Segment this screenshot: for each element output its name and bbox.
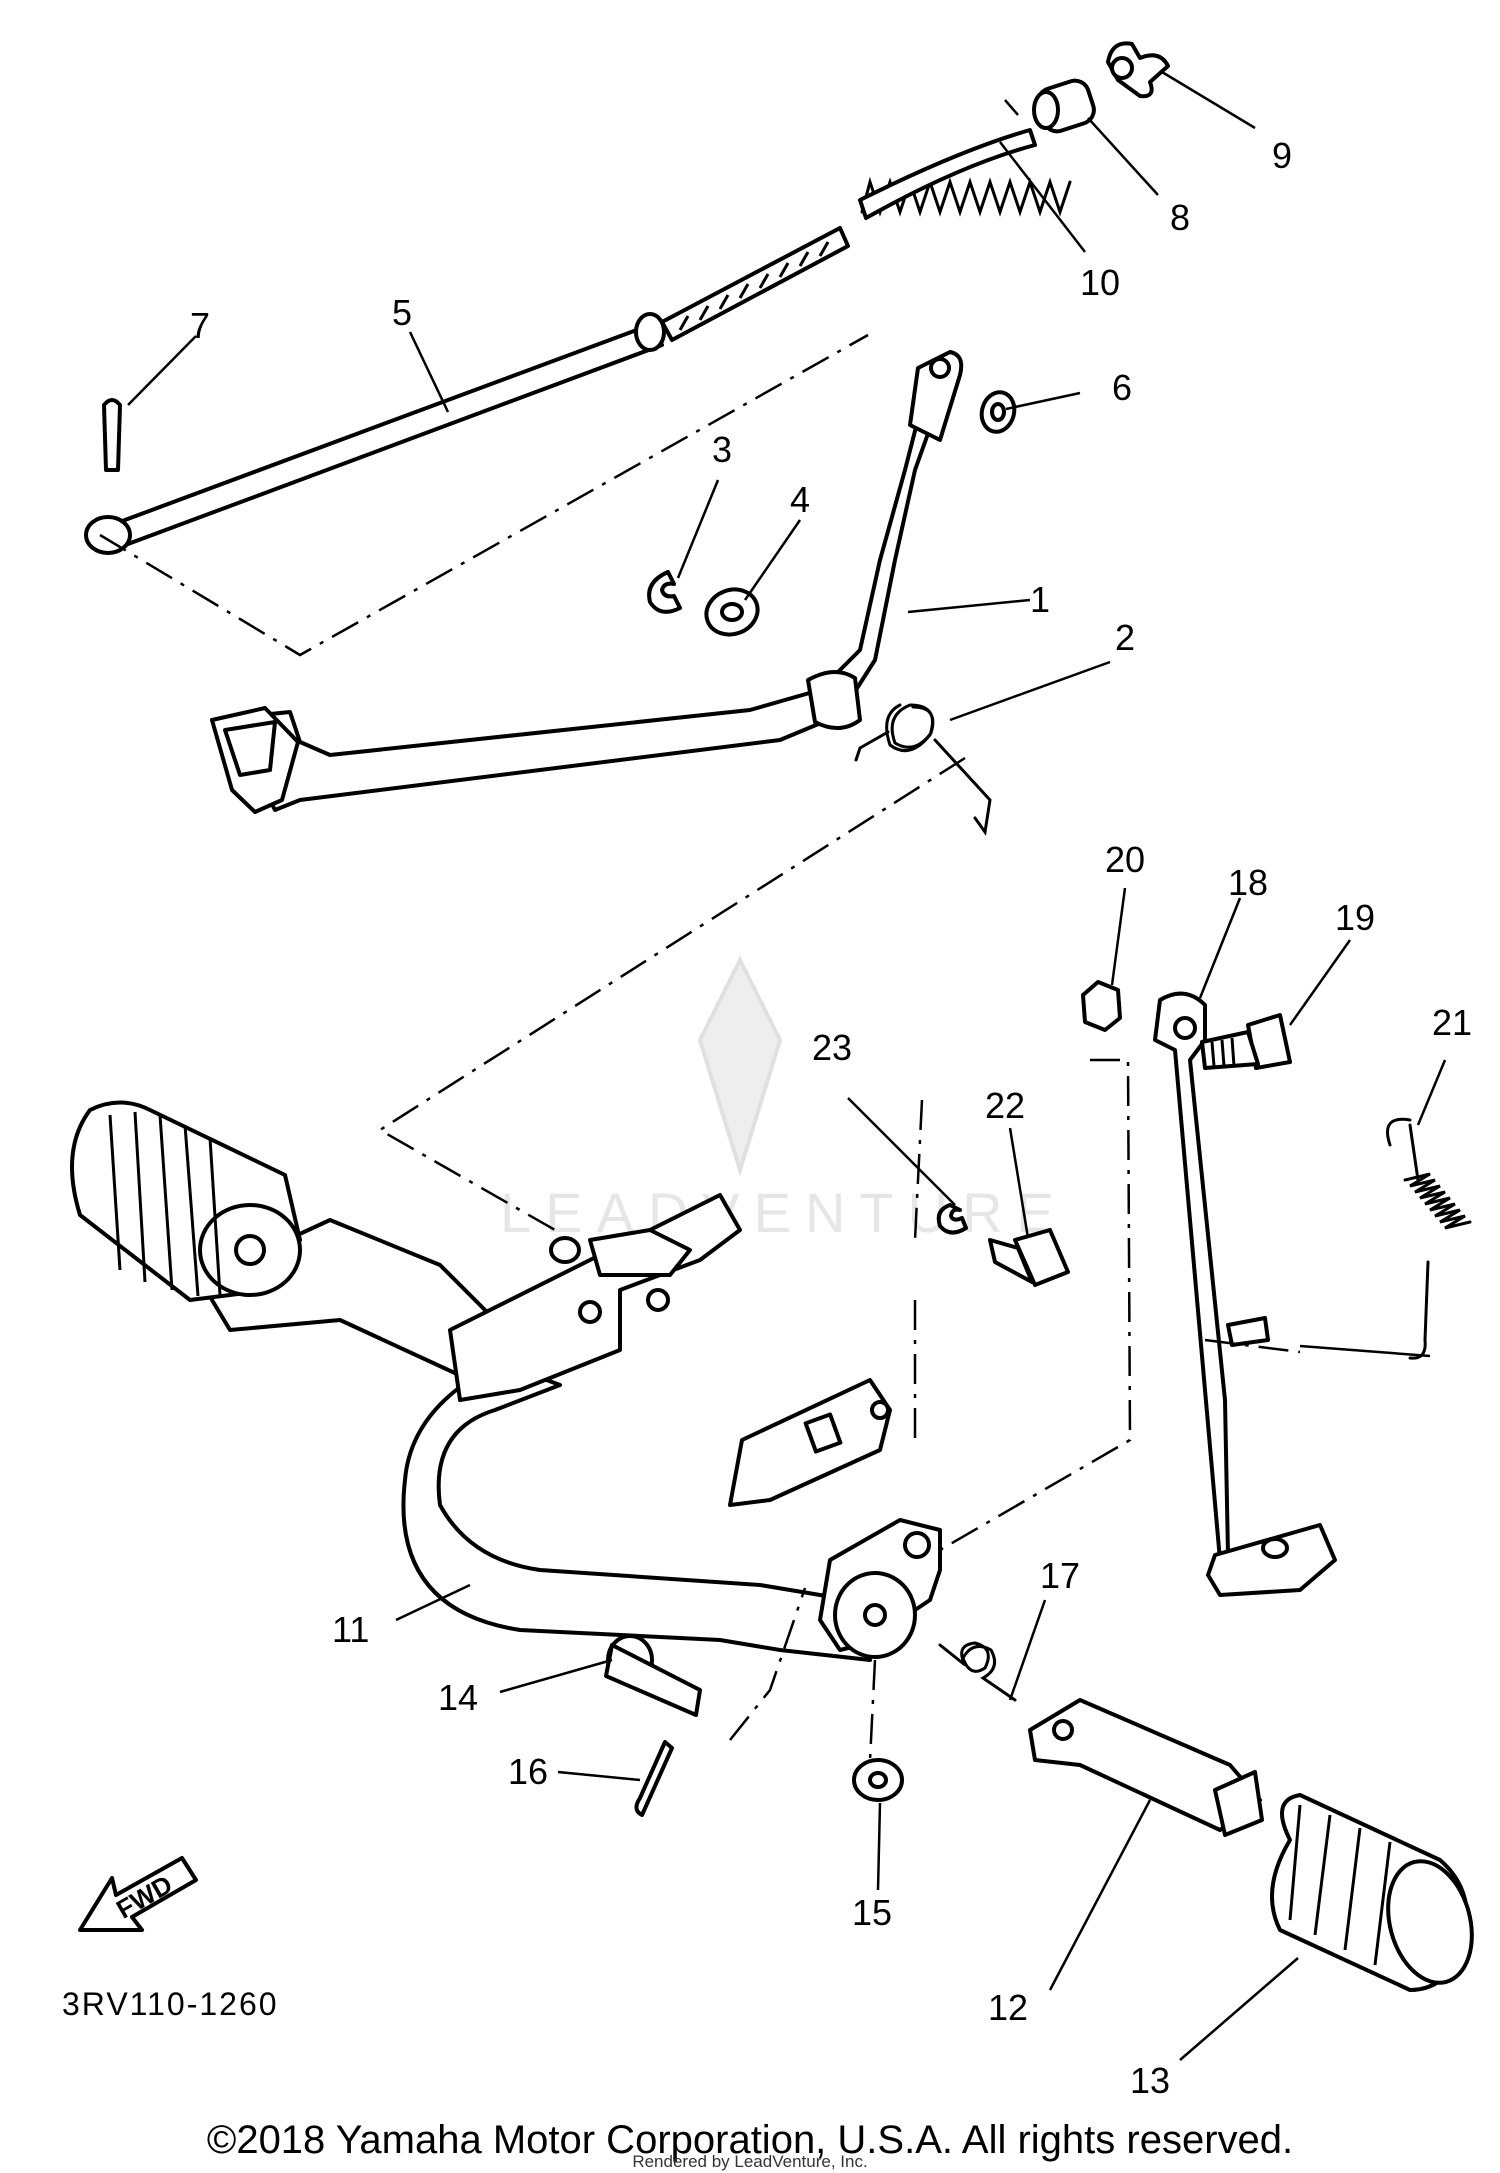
part-9-wing-nut[interactable] (1106, 41, 1170, 99)
copyright-notice: ©2018 Yamaha Motor Corporation, U.S.A. A… (206, 2118, 1294, 2162)
callout-5: 5 (392, 292, 412, 333)
render-credit: Rendered by LeadVenture, Inc. (632, 2152, 868, 2171)
callout-2: 2 (1115, 617, 1135, 658)
callouts: 1 2 3 4 5 6 7 8 9 10 11 12 13 14 15 16 1… (190, 135, 1472, 2101)
callout-9: 9 (1272, 135, 1292, 176)
callout-18: 18 (1228, 862, 1268, 903)
part-11-footrest-bar[interactable] (198, 1193, 872, 1662)
assembly-lines-upper (99, 333, 966, 1232)
callout-19: 19 (1335, 897, 1375, 938)
callout-20: 20 (1105, 839, 1145, 880)
assembly-lines-lower (729, 1058, 1301, 1761)
part-2-return-spring[interactable] (854, 703, 992, 836)
fwd-arrow-icon: FWD (78, 1856, 198, 1932)
part-6-washer[interactable] (977, 389, 1018, 436)
part-1-brake-pedal[interactable] (210, 350, 964, 814)
part-17-spring[interactable] (938, 1641, 1017, 1702)
part-4-washer[interactable] (700, 582, 764, 641)
callout-12: 12 (988, 1987, 1028, 2028)
callout-1: 1 (1030, 579, 1050, 620)
callout-16: 16 (508, 1751, 548, 1792)
callout-14: 14 (438, 1677, 478, 1718)
part-8-joint[interactable] (1032, 77, 1098, 135)
callout-13: 13 (1130, 2060, 1170, 2101)
pivot-block (818, 1518, 942, 1659)
bracket-plate (728, 1378, 892, 1507)
part-10-spring[interactable] (858, 128, 1072, 220)
part-20-nut[interactable] (1081, 980, 1122, 1032)
leader-lines (127, 70, 1447, 2061)
catalog-code: 3RV110-1260 (62, 1986, 279, 2022)
callout-11: 11 (332, 1609, 369, 1650)
callout-23: 23 (812, 1027, 852, 1068)
watermark-text: LEADVENTURE (500, 1181, 1068, 1244)
callout-15: 15 (852, 1892, 892, 1933)
part-23-circlip[interactable] (936, 1203, 968, 1235)
part-5-brake-rod[interactable] (84, 226, 850, 555)
part-3-circlip[interactable] (647, 570, 682, 614)
callout-21: 21 (1432, 1002, 1472, 1043)
callout-17: 17 (1040, 1555, 1080, 1596)
part-15-washer[interactable] (852, 1758, 904, 1802)
callout-10: 10 (1080, 262, 1120, 303)
part-16-cotter-pin[interactable] (634, 1740, 674, 1817)
part-21-spring[interactable] (1386, 1117, 1472, 1360)
callout-8: 8 (1170, 197, 1190, 238)
callout-7: 7 (190, 305, 210, 346)
callout-6: 6 (1112, 367, 1132, 408)
part-19-bolt[interactable] (1200, 1013, 1292, 1070)
watermark: LEADVENTURE (500, 955, 1068, 1244)
part-7-cotter-pin[interactable] (102, 398, 122, 472)
part-18-side-stand[interactable] (1153, 991, 1337, 1597)
part-12-footrest-shaft[interactable] (1028, 1698, 1264, 1837)
callout-22: 22 (985, 1085, 1025, 1126)
callout-4: 4 (790, 479, 810, 520)
part-13-footrest-rubber[interactable] (1270, 1793, 1485, 1992)
left-footrest-rubber (70, 1100, 302, 1302)
part-14-clevis-pin[interactable] (604, 1634, 702, 1717)
callout-3: 3 (712, 429, 732, 470)
part-22-bolt[interactable] (988, 1228, 1070, 1287)
